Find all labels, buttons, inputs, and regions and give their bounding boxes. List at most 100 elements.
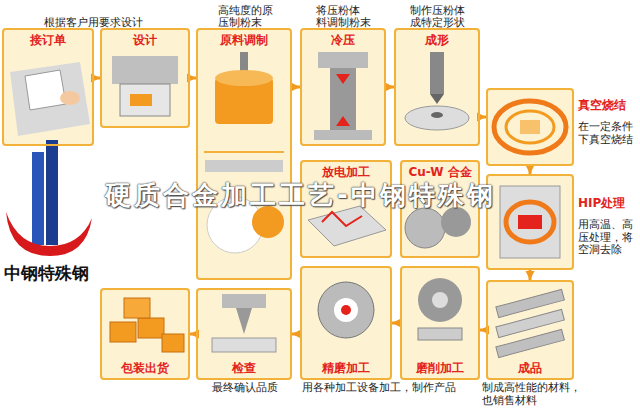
machine [112, 56, 178, 84]
box [124, 298, 150, 318]
stage-title: 成品 [518, 361, 542, 375]
heating-coil [506, 202, 554, 242]
panel-ground [100, 288, 190, 380]
press-base [314, 130, 372, 140]
press-arrow [336, 116, 350, 126]
process-panel: 接订单 [2, 28, 94, 146]
panel-divider [204, 151, 284, 153]
stage-title: 真空烧结 [578, 98, 636, 112]
stage-note: 制成高性能的材料， 也销售材料 [482, 381, 584, 406]
machine-table [120, 84, 170, 116]
stage-title: 精磨加工 [322, 361, 370, 375]
process-panel: 精磨加工用各种加工设备加工，制作产品 [300, 266, 392, 380]
drill [430, 52, 444, 94]
wheel-hub [334, 298, 358, 322]
press-die [330, 68, 356, 130]
flow-arrow [292, 86, 300, 89]
watermark: 硬质合金加工工艺-中钢特殊钢 [105, 178, 496, 213]
compact [520, 120, 540, 134]
stage-title: HIP处理 [578, 196, 636, 210]
grinding-wheel [418, 278, 462, 322]
gauge-base [212, 338, 276, 352]
stage-title: 设计 [133, 33, 157, 47]
panel-ground [486, 280, 574, 380]
drill-tip [430, 94, 444, 104]
logo-text: 中钢特殊钢 [4, 262, 89, 285]
stage-title: 放电加工 [322, 165, 370, 179]
process-panel: 包装出货 [100, 288, 190, 380]
panel-ground [196, 288, 292, 380]
logo-bar [32, 152, 44, 245]
panel-ground [300, 28, 386, 146]
stage-note: 高纯度的原 压制粉末 [218, 4, 275, 29]
process-panel: 制作压粉体 成特定形状成形 [394, 28, 480, 146]
stage-title: 检查 [232, 361, 256, 375]
edm-plate [308, 206, 386, 246]
stage-title: 冷压 [331, 33, 355, 47]
panel-ground [196, 28, 292, 280]
flow-arrow [292, 333, 300, 336]
gauge-head [222, 294, 266, 308]
wheel-axle [341, 305, 351, 315]
stage-note: 根据客户用要求设计 [44, 16, 156, 29]
process-panel: 检查最终确认品质 [196, 288, 292, 380]
panel-ground [400, 266, 480, 380]
box [110, 322, 136, 342]
panel-grounds [2, 28, 574, 380]
stage-title: 接订单 [30, 33, 66, 47]
heating-coil [506, 111, 554, 143]
machine-band [205, 160, 283, 172]
stage-note: 最终确认品质 [212, 381, 282, 394]
process-panel: 高纯度的原 压制粉末原料调制 [196, 28, 292, 280]
compact [518, 215, 542, 229]
press-head [318, 52, 368, 68]
stage-note: 用各种加工设备加工，制作产品 [302, 381, 472, 394]
edm-wire [322, 212, 362, 226]
disc [405, 106, 469, 130]
panel-ground [100, 28, 190, 128]
heating-coil [494, 101, 566, 153]
process-panel: HIP处理用高温、高 压处理，将 空洞去除 [486, 174, 574, 270]
gauge-probe [236, 308, 252, 334]
panel-ground [486, 174, 574, 270]
stage-title: 磨削加工 [416, 361, 464, 375]
panel-ground [300, 266, 392, 380]
panel-ground [486, 88, 574, 166]
hip-chamber [500, 186, 560, 258]
stage-note: 制作压粉体 成特定形状 [410, 4, 467, 29]
stage-title: 成形 [425, 33, 449, 47]
cuw-part [405, 208, 445, 248]
stage-title: 包装出货 [121, 361, 169, 375]
workpiece [418, 328, 462, 340]
wheel-hub [432, 292, 448, 308]
flow-arrow [386, 86, 394, 89]
stage-note: 在一定条件 下真空烧结 [578, 120, 634, 145]
workpiece [130, 94, 152, 106]
grinding-wheel [318, 282, 374, 338]
process-panel: 磨削加工 [400, 266, 480, 380]
process-panel: 根据客户用要求设计设计 [100, 28, 190, 128]
stage-note: 将压粉体 料调制粉末 [316, 4, 373, 29]
logo-swoosh [6, 212, 92, 256]
powder-grain [252, 206, 284, 238]
logo-bar [46, 140, 58, 245]
paper [25, 70, 66, 110]
bowl-rim [215, 70, 273, 86]
press-arrow [336, 74, 350, 84]
rod [496, 329, 565, 357]
stage-title: 原料调制 [220, 33, 268, 47]
disc-hole [431, 112, 443, 118]
flow-arrow [529, 166, 532, 174]
stage-title: Cu-W 合金 [408, 165, 471, 179]
box [138, 318, 164, 338]
stage-note: 用高温、高 压处理，将 空洞去除 [578, 218, 634, 256]
process-panel: 将压粉体 料调制粉末冷压 [300, 28, 386, 146]
panel-ground [394, 28, 480, 146]
hand [60, 91, 80, 105]
flow-arrow [529, 270, 532, 280]
desk [10, 62, 90, 136]
cuw-part [441, 207, 471, 237]
flow-arrow [392, 322, 400, 325]
panel-ground [2, 28, 94, 146]
